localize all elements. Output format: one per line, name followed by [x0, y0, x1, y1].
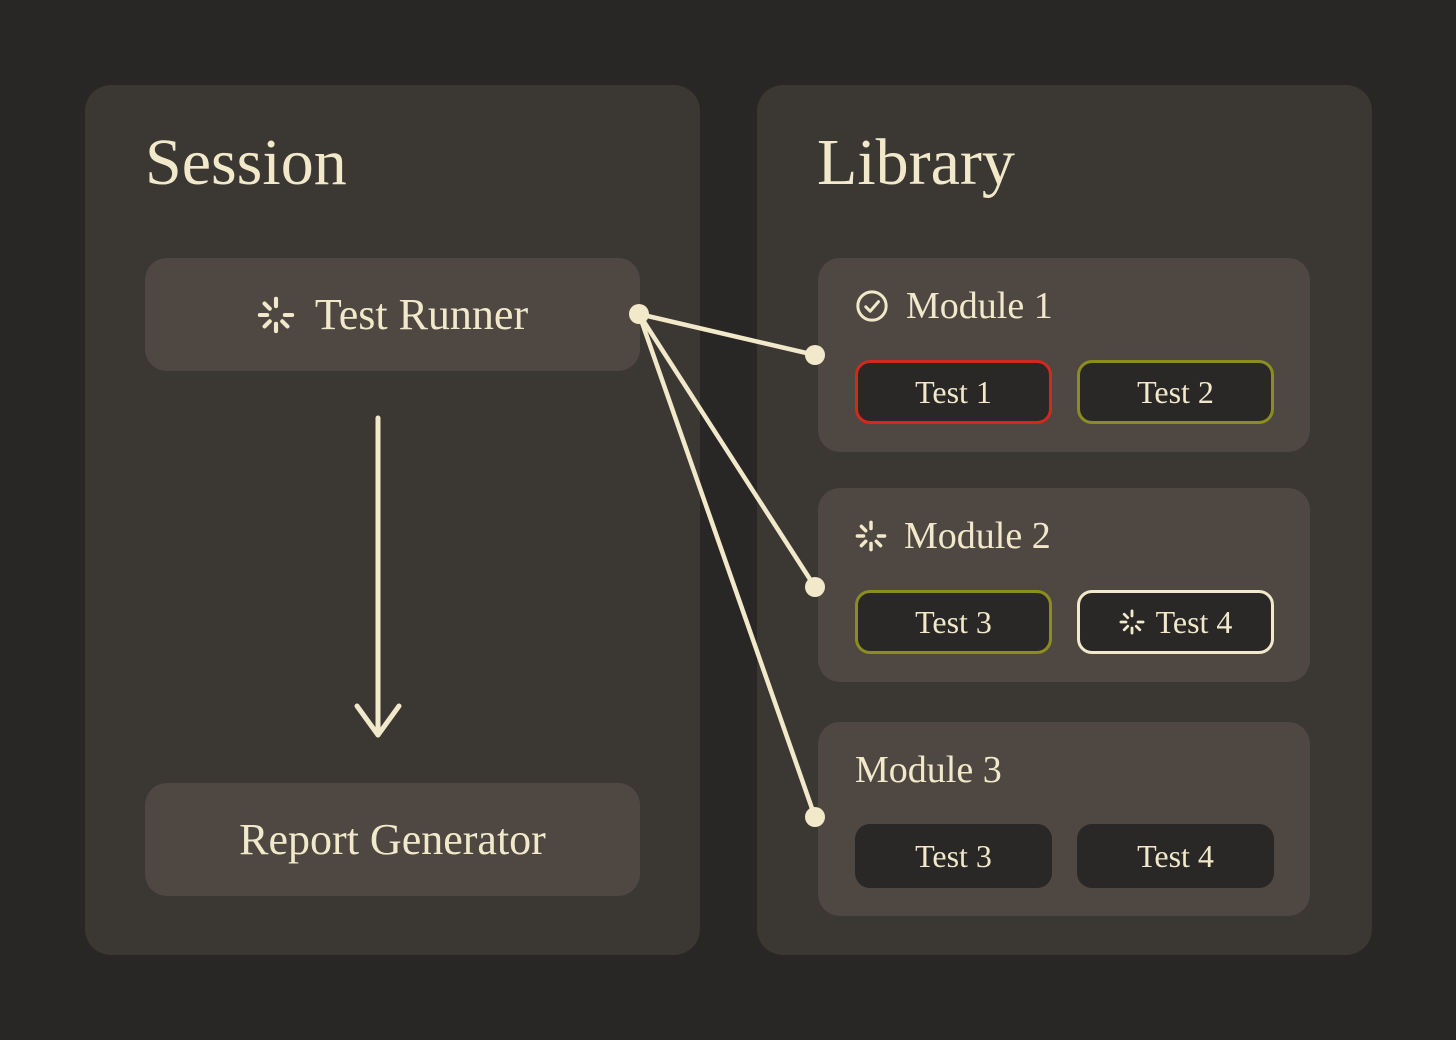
node-label: Test Runner: [314, 290, 529, 339]
node-test-runner: Test Runner: [145, 258, 640, 371]
test-row: Test 1 Test 2: [855, 360, 1274, 424]
test-row: Test 3: [855, 590, 1274, 654]
test-label: Test 2: [1137, 373, 1214, 410]
module-card-3: Module 3 Test 3 Test 4: [818, 722, 1310, 916]
test-label: Test 4: [1155, 603, 1233, 640]
node-report-generator: Report Generator: [145, 783, 640, 896]
spinner-icon: [855, 520, 887, 552]
test-chip-failed: Test 1: [855, 360, 1052, 424]
test-chip-passed: Test 3: [855, 590, 1052, 654]
test-chip-passed: Test 2: [1077, 360, 1274, 424]
module-name: Module 1: [906, 285, 1053, 327]
module-card-2: Module 2 Test 3: [818, 488, 1310, 682]
test-chip-pending: Test 4: [1077, 824, 1274, 888]
module-header: Module 2: [855, 512, 1051, 560]
test-chip-running: Test 4: [1077, 590, 1274, 654]
spinner-icon: [257, 296, 295, 334]
module-card-1: Module 1 Test 1 Test 2: [818, 258, 1310, 452]
library-panel: Library Module 1 Test 1 Test 2: [757, 85, 1372, 955]
check-circle-icon: [855, 289, 889, 323]
module-header: Module 3: [855, 746, 1002, 794]
test-row: Test 3 Test 4: [855, 824, 1274, 888]
test-label: Test 4: [1137, 837, 1214, 874]
test-chip-pending: Test 3: [855, 824, 1052, 888]
session-panel: Session Test Runner Report Generator: [85, 85, 700, 955]
test-label: Test 1: [915, 373, 992, 410]
node-label: Report Generator: [239, 815, 546, 864]
module-header: Module 1: [855, 282, 1053, 330]
spinner-icon: [1119, 609, 1145, 635]
test-label: Test 3: [915, 837, 992, 874]
module-name: Module 3: [855, 749, 1002, 791]
test-label: Test 3: [915, 603, 992, 640]
session-title: Session: [145, 126, 347, 199]
module-name: Module 2: [904, 515, 1051, 557]
library-title: Library: [817, 126, 1015, 199]
